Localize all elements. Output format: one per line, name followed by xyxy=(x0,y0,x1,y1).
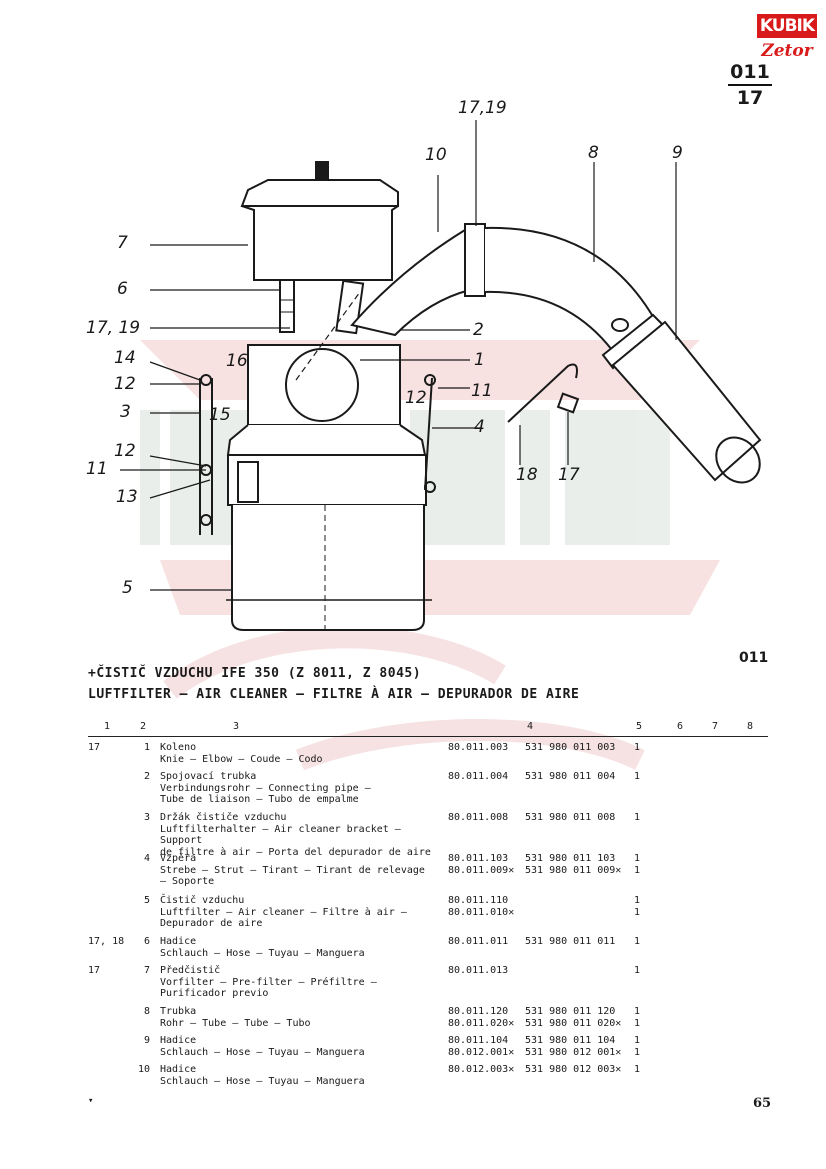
row-pos: 7 xyxy=(143,965,150,976)
row-pos: 5 xyxy=(143,895,150,906)
col-header-8: 8 xyxy=(747,721,754,732)
row-alt: 531 980 011 008 xyxy=(525,812,616,823)
header-rule xyxy=(88,736,768,737)
row-pos: 3 xyxy=(143,812,150,823)
row-pos: 9 xyxy=(143,1035,150,1046)
row-qty: 1 xyxy=(634,771,641,782)
row-qty: 1 xyxy=(634,965,641,976)
row-pos: 10 xyxy=(137,1064,150,1075)
footer-mark: ▾ xyxy=(88,1096,94,1106)
row-pos: 1 xyxy=(143,742,150,753)
col-header-2: 2 xyxy=(140,721,147,732)
col-header-6: 6 xyxy=(677,721,684,732)
kubik-logo: KUBIK Zetor xyxy=(757,14,817,64)
row-ref: 17 xyxy=(88,742,101,753)
callout-17-19-left: 17, 19 xyxy=(86,318,141,338)
page-number: 65 xyxy=(753,1096,772,1111)
row-part: 80.011.004 xyxy=(448,771,509,782)
callout-11-lower: 11 xyxy=(86,459,108,479)
callout-2: 2 xyxy=(473,320,484,340)
row-alt: 531 980 012 003✕ xyxy=(525,1064,622,1075)
row-alt: 531 980 011 003 xyxy=(525,742,616,753)
callout-12-upper: 12 xyxy=(114,374,136,394)
callout-16: 16 xyxy=(226,351,248,371)
section-number: 011 xyxy=(739,650,769,666)
row-qty: 1 xyxy=(634,1064,641,1075)
callout-11-upper: 11 xyxy=(471,381,493,401)
group-subnumber: 17 xyxy=(736,87,764,109)
callout-17: 17 xyxy=(558,465,580,485)
callout-12-right: 12 xyxy=(405,388,427,408)
logo-zetor-text: Zetor xyxy=(761,41,813,61)
group-number: 011 xyxy=(728,60,772,86)
callout-9: 9 xyxy=(672,143,683,163)
callout-14: 14 xyxy=(114,348,136,368)
row-part: 80.011.011 xyxy=(448,936,509,947)
row-part: 80.012.003✕ xyxy=(448,1064,515,1075)
row-part: 80.011.013 xyxy=(448,965,509,976)
section-title-multilingual: LUFTFILTER — AIR CLEANER — FILTRE À AIR … xyxy=(88,687,580,702)
row-pos: 6 xyxy=(143,936,150,947)
row-ref: 17, 18 xyxy=(88,936,125,947)
row-qty: 1 xyxy=(634,936,641,947)
row-ref: 17 xyxy=(88,965,101,976)
row-qty: 1 xyxy=(634,742,641,753)
callout-1: 1 xyxy=(474,350,485,370)
row-part: 80.011.008 xyxy=(448,812,509,823)
callout-10: 10 xyxy=(425,145,447,165)
row-pos: 2 xyxy=(143,771,150,782)
col-header-4: 4 xyxy=(527,721,534,732)
group-reference: 011 17 xyxy=(728,60,772,110)
callout-5: 5 xyxy=(122,578,133,598)
row-qty: 1 xyxy=(634,812,641,823)
callout-4: 4 xyxy=(474,417,485,437)
callout-6: 6 xyxy=(117,279,128,299)
callout-3: 3 xyxy=(120,402,131,422)
row-alt: 531 980 011 004 xyxy=(525,771,616,782)
row-part: 80.011.003 xyxy=(448,742,509,753)
callout-13: 13 xyxy=(116,487,138,507)
col-header-3: 3 xyxy=(233,721,240,732)
col-header-1: 1 xyxy=(104,721,111,732)
row-pos: 4 xyxy=(143,853,150,864)
callout-17-19-top: 17,19 xyxy=(458,98,507,118)
row-pos: 8 xyxy=(143,1006,150,1017)
col-header-5: 5 xyxy=(636,721,643,732)
row-alt: 531 980 011 011 xyxy=(525,936,616,947)
callout-18: 18 xyxy=(516,465,538,485)
callout-8: 8 xyxy=(588,143,599,163)
callout-12-lower: 12 xyxy=(114,441,136,461)
col-header-7: 7 xyxy=(712,721,719,732)
callout-7: 7 xyxy=(117,233,128,253)
callout-15: 15 xyxy=(209,405,231,425)
logo-kubik-text: KUBIK xyxy=(757,14,817,38)
section-title-czech: +ČISTIČ VZDUCHU IFE 350 (Z 8011, Z 8045) xyxy=(88,666,422,681)
